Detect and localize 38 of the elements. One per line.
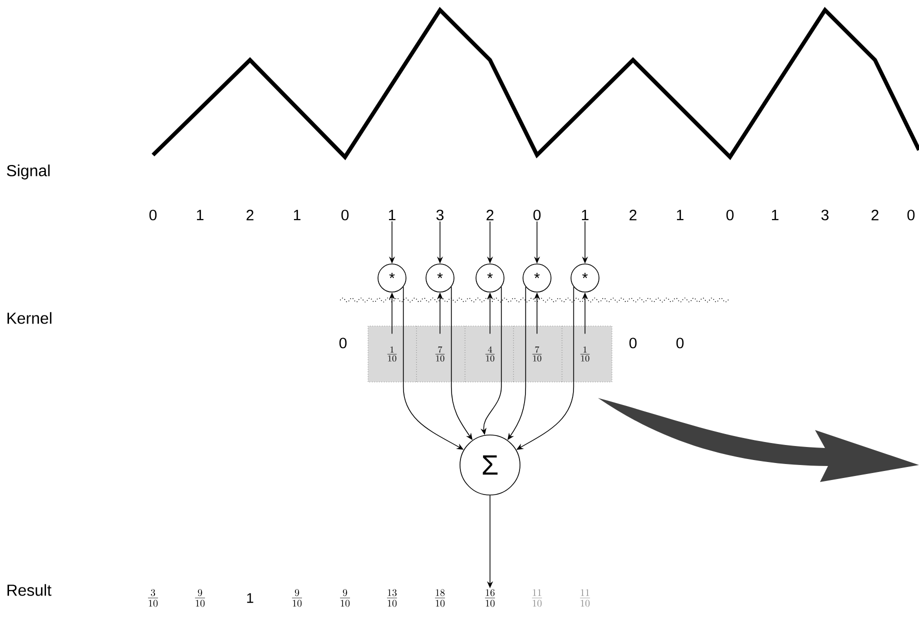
- signal-value: 3: [821, 210, 829, 220]
- signal-value: 0: [341, 210, 349, 220]
- signal-value: 1: [294, 210, 300, 220]
- kernel-cell: $\frac{1}{10}$: [387, 346, 397, 362]
- row-label: Kernel: [8, 312, 52, 324]
- signal-value: 2: [630, 210, 636, 220]
- result-value: $\frac{11}{10}$: [580, 589, 590, 607]
- signal-value: 1: [676, 210, 684, 220]
- signal-value: 2: [486, 210, 494, 220]
- signal-value: 1: [582, 210, 588, 220]
- signal-value: 0: [533, 210, 541, 220]
- kernel-cell: $\frac{7}{10}$: [435, 346, 445, 362]
- signal-value: 1: [196, 210, 204, 220]
- kernel-value: 0: [339, 338, 347, 348]
- signal-value: 0: [907, 210, 915, 220]
- kernel-cell: $\frac{4}{10}$: [485, 346, 495, 362]
- result-value: $\frac{9}{10}$: [195, 589, 205, 607]
- result-value: $\frac{18}{10}$: [435, 589, 445, 607]
- result-value: $\frac{9}{10}$: [340, 589, 350, 607]
- signal-value: 2: [246, 210, 254, 220]
- result-value: $\frac{13}{10}$: [387, 589, 397, 607]
- signal-value: 1: [772, 210, 778, 220]
- signal-value: 3: [436, 210, 444, 220]
- row-label: Result: [8, 584, 52, 596]
- result-value: $\frac{16}{10}$: [485, 589, 495, 607]
- kernel-cell: $\frac{1}{10}$: [580, 346, 590, 362]
- result-value: $\frac{9}{10}$: [292, 589, 302, 607]
- signal-value: 1: [388, 210, 396, 220]
- kernel-value: 0: [629, 338, 637, 348]
- kernel-cell: $\frac{7}{10}$: [532, 346, 542, 362]
- result-value: 1: [247, 593, 254, 603]
- signal-value: 2: [872, 210, 878, 220]
- result-value: $\frac{3}{10}$: [148, 589, 158, 607]
- result-value: $\frac{11}{10}$: [532, 589, 542, 607]
- signal-value: 0: [149, 210, 157, 220]
- kernel-value: 0: [676, 338, 684, 348]
- signal-value: 0: [726, 210, 734, 220]
- row-label: Signal: [6, 164, 50, 180]
